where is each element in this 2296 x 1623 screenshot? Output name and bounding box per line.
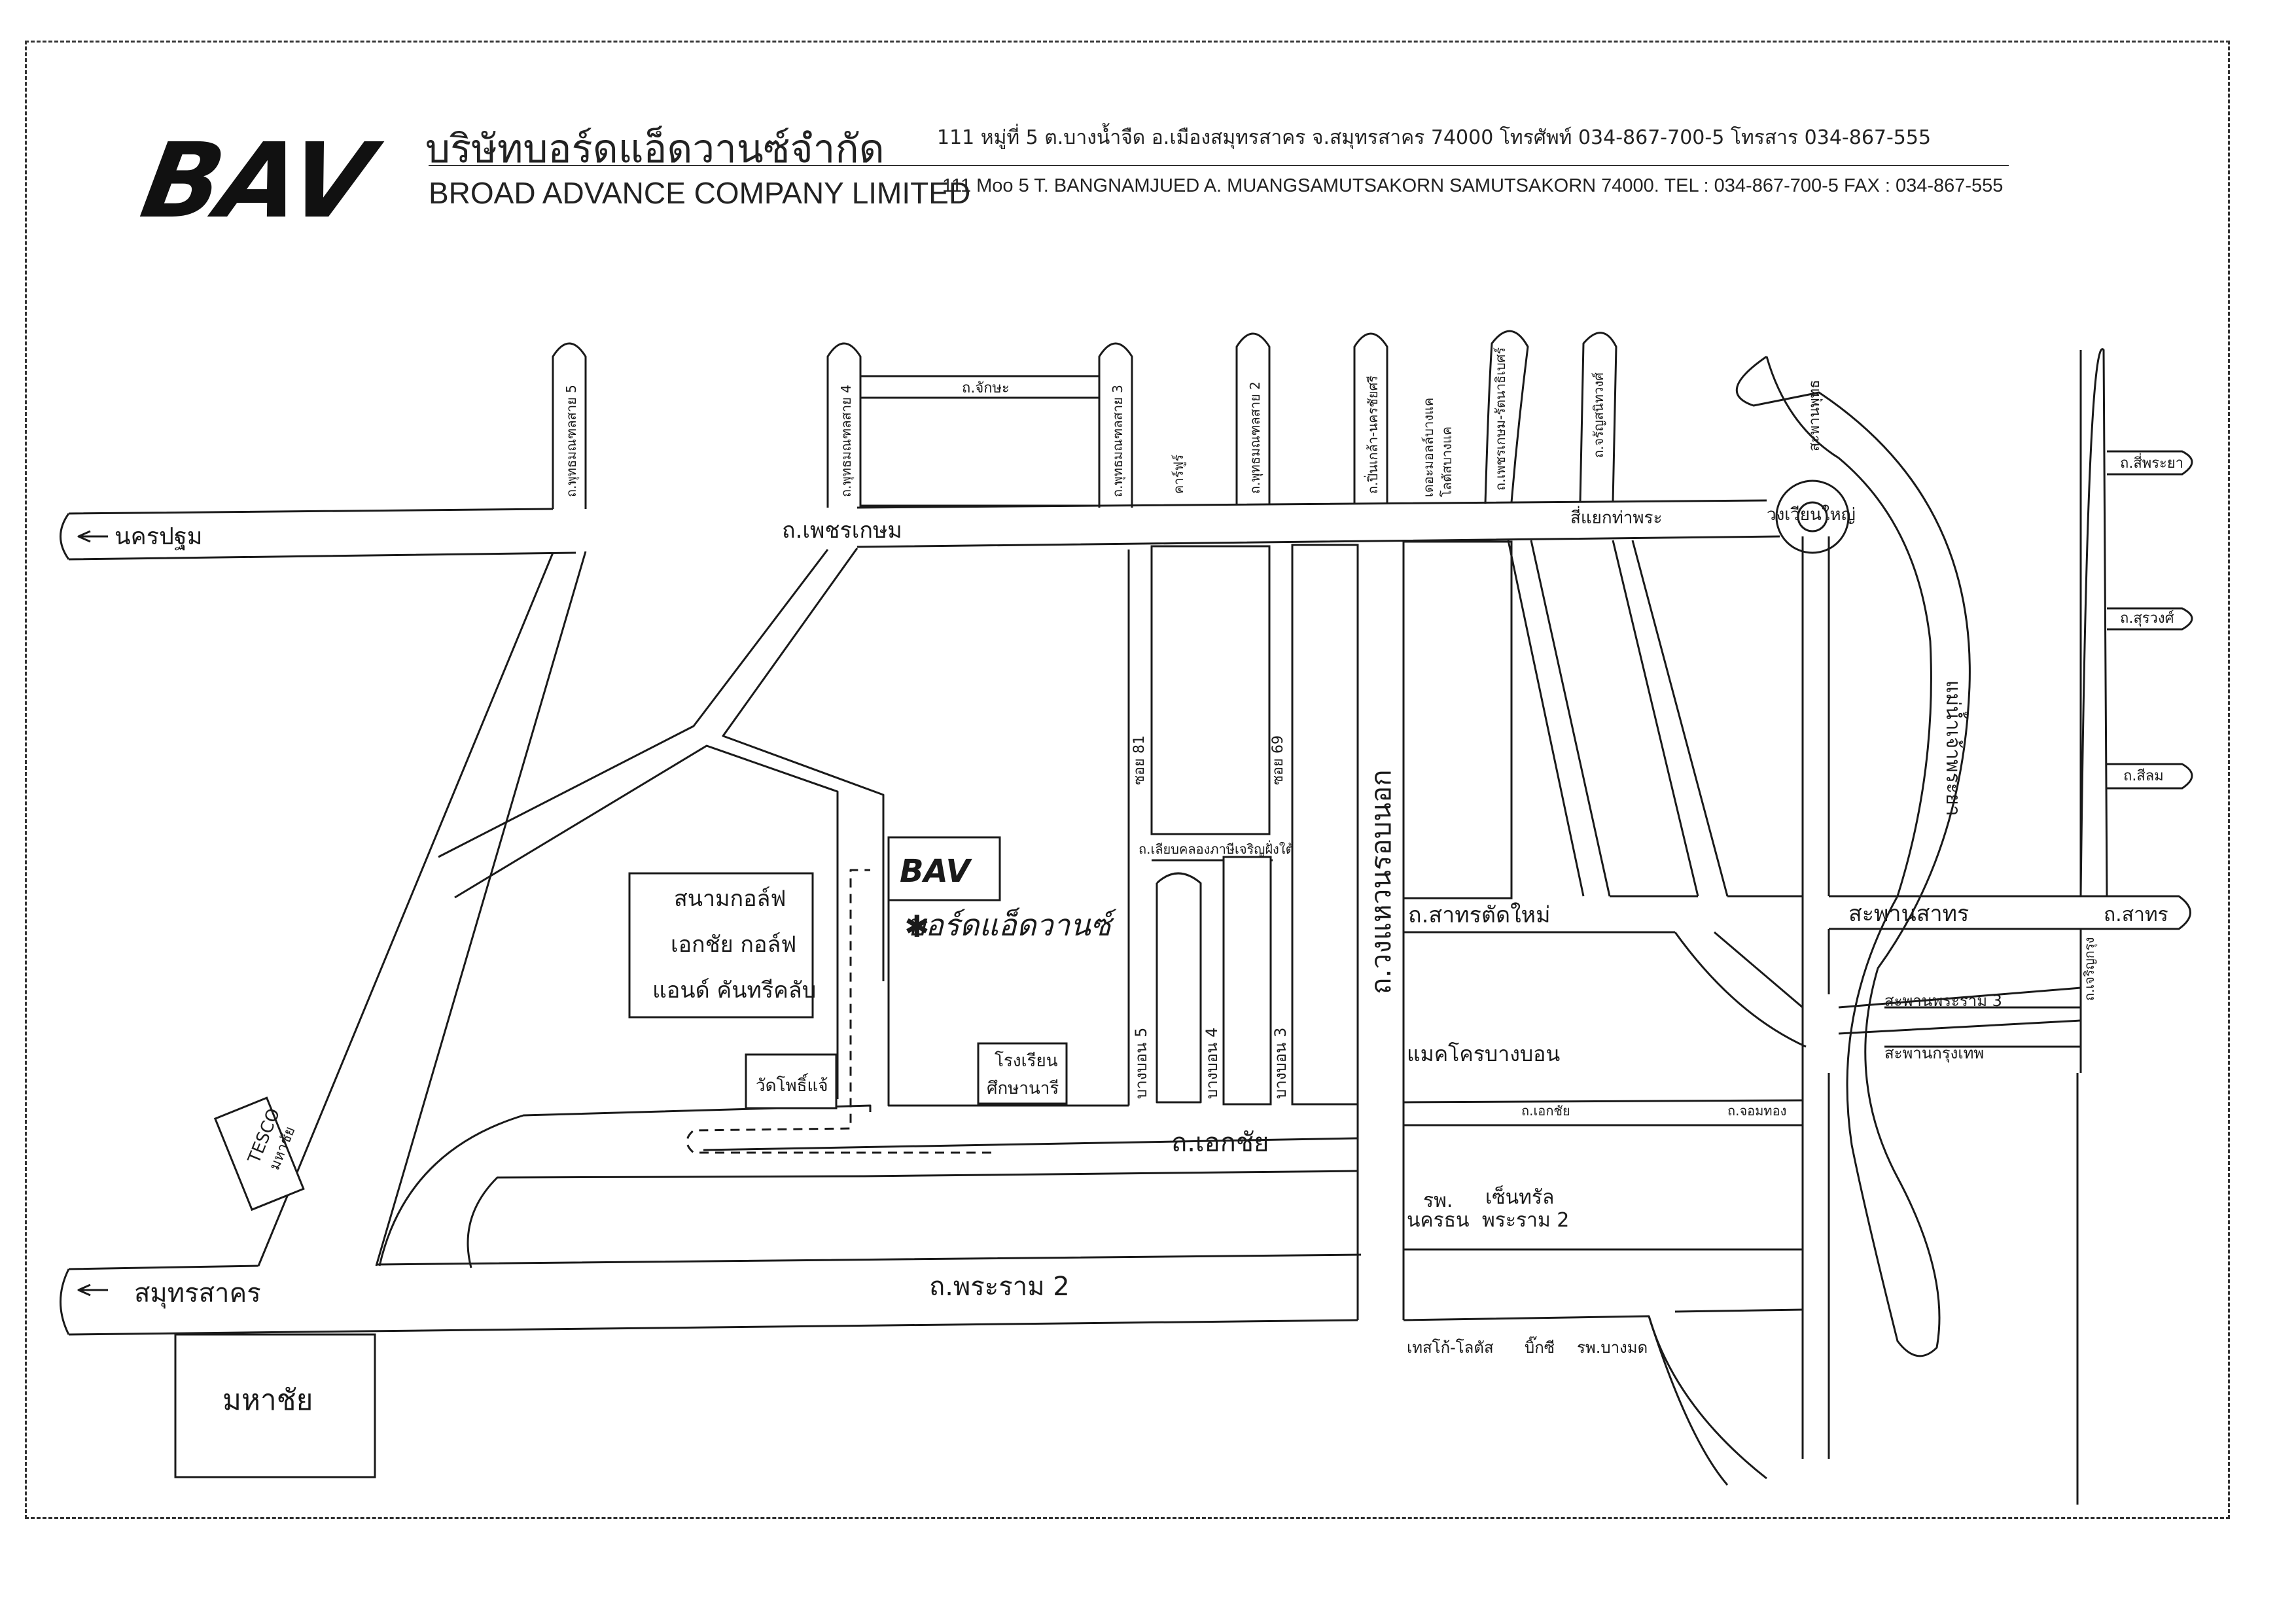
rim-khlong-label: ถ.เลียบคลองภาษีเจริญฝั่งใต้ <box>1139 840 1294 857</box>
pmt4-label: ถ.พุทธมณฑลสาย 4 <box>838 385 855 497</box>
phetkasem-road-bottom <box>68 535 1780 561</box>
chom-thong-label: ถ.จอมทอง <box>1727 1103 1786 1119</box>
central-line-2: พระราม 2 <box>1482 1209 1569 1232</box>
nakhon-pathom-label: นครปฐม <box>115 523 202 551</box>
makro-label: แมคโครบางบอน <box>1407 1041 1560 1066</box>
hospital-line-1: รพ. <box>1423 1189 1453 1212</box>
ekachai-inner-curve <box>467 1175 864 1268</box>
ratchaphruek-label: ถ.เพชรเกษม-รัตนาธิเบศร์ <box>1492 347 1508 491</box>
charansanitwong-label: ถ.จรัญสนิทวงศ์ <box>1591 372 1606 458</box>
phetkasem-label: ถ.เพชรเกษม <box>782 517 902 544</box>
river-label: แม่น้ำเจ้าพระยา <box>1941 680 1968 816</box>
chakrapong-label: ถ.จักษะ <box>962 380 1010 396</box>
bigc-label: บิ๊กซี <box>1525 1336 1555 1357</box>
bav-outline <box>887 900 1129 1107</box>
access-route-dashed <box>686 869 991 1154</box>
rama3-bridge <box>1838 986 2081 1035</box>
sathorn-bridge-label: สะพานสาทร <box>1848 901 1969 927</box>
diagonal-road-west <box>257 551 587 1266</box>
company-name-english: BROAD ADVANCE COMPANY LIMITED <box>429 176 971 210</box>
pinklao-label: ถ.ปิ่นเกล้า-นครชัยศรี <box>1364 375 1381 494</box>
tha-phra-label: สี่แยกท่าพระ <box>1570 506 1662 528</box>
ekachai-label: ถ.เอกชัย <box>1171 1128 1269 1158</box>
golf-line-3: แอนด์ คันทรีคลับ <box>652 977 816 1003</box>
central-line-1: เซ็นทรัล <box>1485 1185 1554 1209</box>
bav-location-box <box>887 836 1001 901</box>
address-english: 111 Moo 5 T. BANGNAMJUED A. MUANGSAMUTSA… <box>942 175 2004 196</box>
sathorn-bridge <box>1852 895 1956 930</box>
wongwian-yai-label: วงเวียนใหญ่ <box>1767 505 1856 525</box>
samut-sakhon-label: สมุทรสาคร <box>134 1278 261 1309</box>
bangbon4-label: บางบอน 4 <box>1203 1028 1221 1099</box>
arrow-samut-sakhon <box>77 1283 108 1297</box>
bangmod-label: รพ.บางมด <box>1577 1338 1648 1357</box>
rama2-label: ถ.พระราม 2 <box>929 1272 1070 1302</box>
carrefour-label: คาร์ฟูร์ <box>1171 454 1187 494</box>
surawong-label: ถ.สุรวงศ์ <box>2120 610 2174 627</box>
pmt5-label: ถ.พุทธมณฑลสาย 5 <box>563 385 580 497</box>
tanon-bridge-label: สะพานพุทธ <box>1807 379 1823 451</box>
wat-pho-chae-box <box>745 1053 838 1109</box>
lotus-bangkhae-label: โลตัสบางแค <box>1439 427 1455 497</box>
bangbon3-label: บางบอน 3 <box>1271 1028 1290 1099</box>
bav-box-label: BAV <box>900 853 972 890</box>
chao-phraya-river <box>1735 355 1971 1357</box>
phutthamonthon-streets <box>552 330 1617 509</box>
school-line-1: โรงเรียน <box>995 1051 1058 1071</box>
school-line-2: ศึกษานารี <box>987 1079 1059 1098</box>
diagonal-connector <box>454 744 839 1099</box>
rama3-bridge-label: สะพานพระราม 3 <box>1884 992 2002 1010</box>
charoen-krung-label: ถ.เจริญกรุง <box>2081 937 2098 1001</box>
dashed-border <box>25 41 2230 1519</box>
golf-line-1: สนามกอล์ฟ <box>674 886 786 912</box>
ekachai-road-bottom <box>863 1170 1358 1178</box>
soi81-label: ซอย 81 <box>1131 735 1148 785</box>
wat-label: วัดโพธิ์แจ้ <box>756 1073 828 1096</box>
tesco-box <box>213 1096 305 1212</box>
ekachai-curve <box>378 1104 872 1266</box>
diagonal-road-east <box>438 548 885 981</box>
si-phraya-label: ถ.สี่พระยา <box>2120 453 2183 472</box>
sathorn-label: ถ.สาทร <box>2104 903 2168 926</box>
pmt3-label: ถ.พุทธมณฑลสาย 3 <box>1110 385 1126 497</box>
company-name-thai: บริษัทบอร์ดแอ็ดวานซ์จำกัด <box>425 126 885 172</box>
wongwian-yai-circle <box>1775 480 1850 554</box>
soi-blocks <box>1127 544 1359 1106</box>
pmt2-label: ถ.พุทธมณฑลสาย 2 <box>1247 381 1263 494</box>
hospital-line-2: นครธน <box>1407 1209 1470 1232</box>
address-thai: 111 หมู่ที่ 5 ต.บางน้ำจืด อ.เมืองสมุทรสา… <box>937 126 1932 149</box>
soi69-label: ซอย 69 <box>1270 735 1286 785</box>
silom-label: ถ.สีลม <box>2123 768 2164 784</box>
arrow-nakhon-pathom <box>77 530 108 543</box>
the-mall-label: เดอะมอลล์บางแค <box>1421 398 1436 497</box>
sathorn-new-label: ถ.สาทรตัดใหม่ <box>1408 902 1551 928</box>
rama2-west-cap <box>60 1268 70 1335</box>
outer-ring-label: ถ.วงแหวนรอบนอก <box>1365 769 1397 994</box>
krungthep-bridge-label: สะพานกรุงเทพ <box>1884 1044 1984 1063</box>
bav-star-icon: ✱ <box>904 909 930 944</box>
rama2-road-top <box>68 1253 1362 1270</box>
golf-line-2: เอกชัย กอล์ฟ <box>671 932 796 958</box>
ekachai-road-top <box>703 1137 1358 1151</box>
east-grid <box>1402 348 2193 1505</box>
lotus-label: เทสโก้-โลตัส <box>1407 1338 1494 1357</box>
golf-club-box <box>628 872 814 1019</box>
phetkasem-west-cap <box>60 513 70 560</box>
bangbon5-label: บางบอน 5 <box>1132 1028 1150 1099</box>
school-box <box>977 1042 1068 1105</box>
mahachai-label: มหาชัย <box>222 1384 313 1417</box>
rama2-road-bottom <box>68 1319 1358 1336</box>
wongwian-yai-inner <box>1797 501 1828 532</box>
bav-handwritten-label: บอร์ดแอ็ดวานซ์ <box>906 907 1117 943</box>
ekachai-small-label: ถ.เอกชัย <box>1521 1103 1570 1119</box>
mahachai-box <box>174 1333 376 1478</box>
header-divider <box>429 165 2009 166</box>
